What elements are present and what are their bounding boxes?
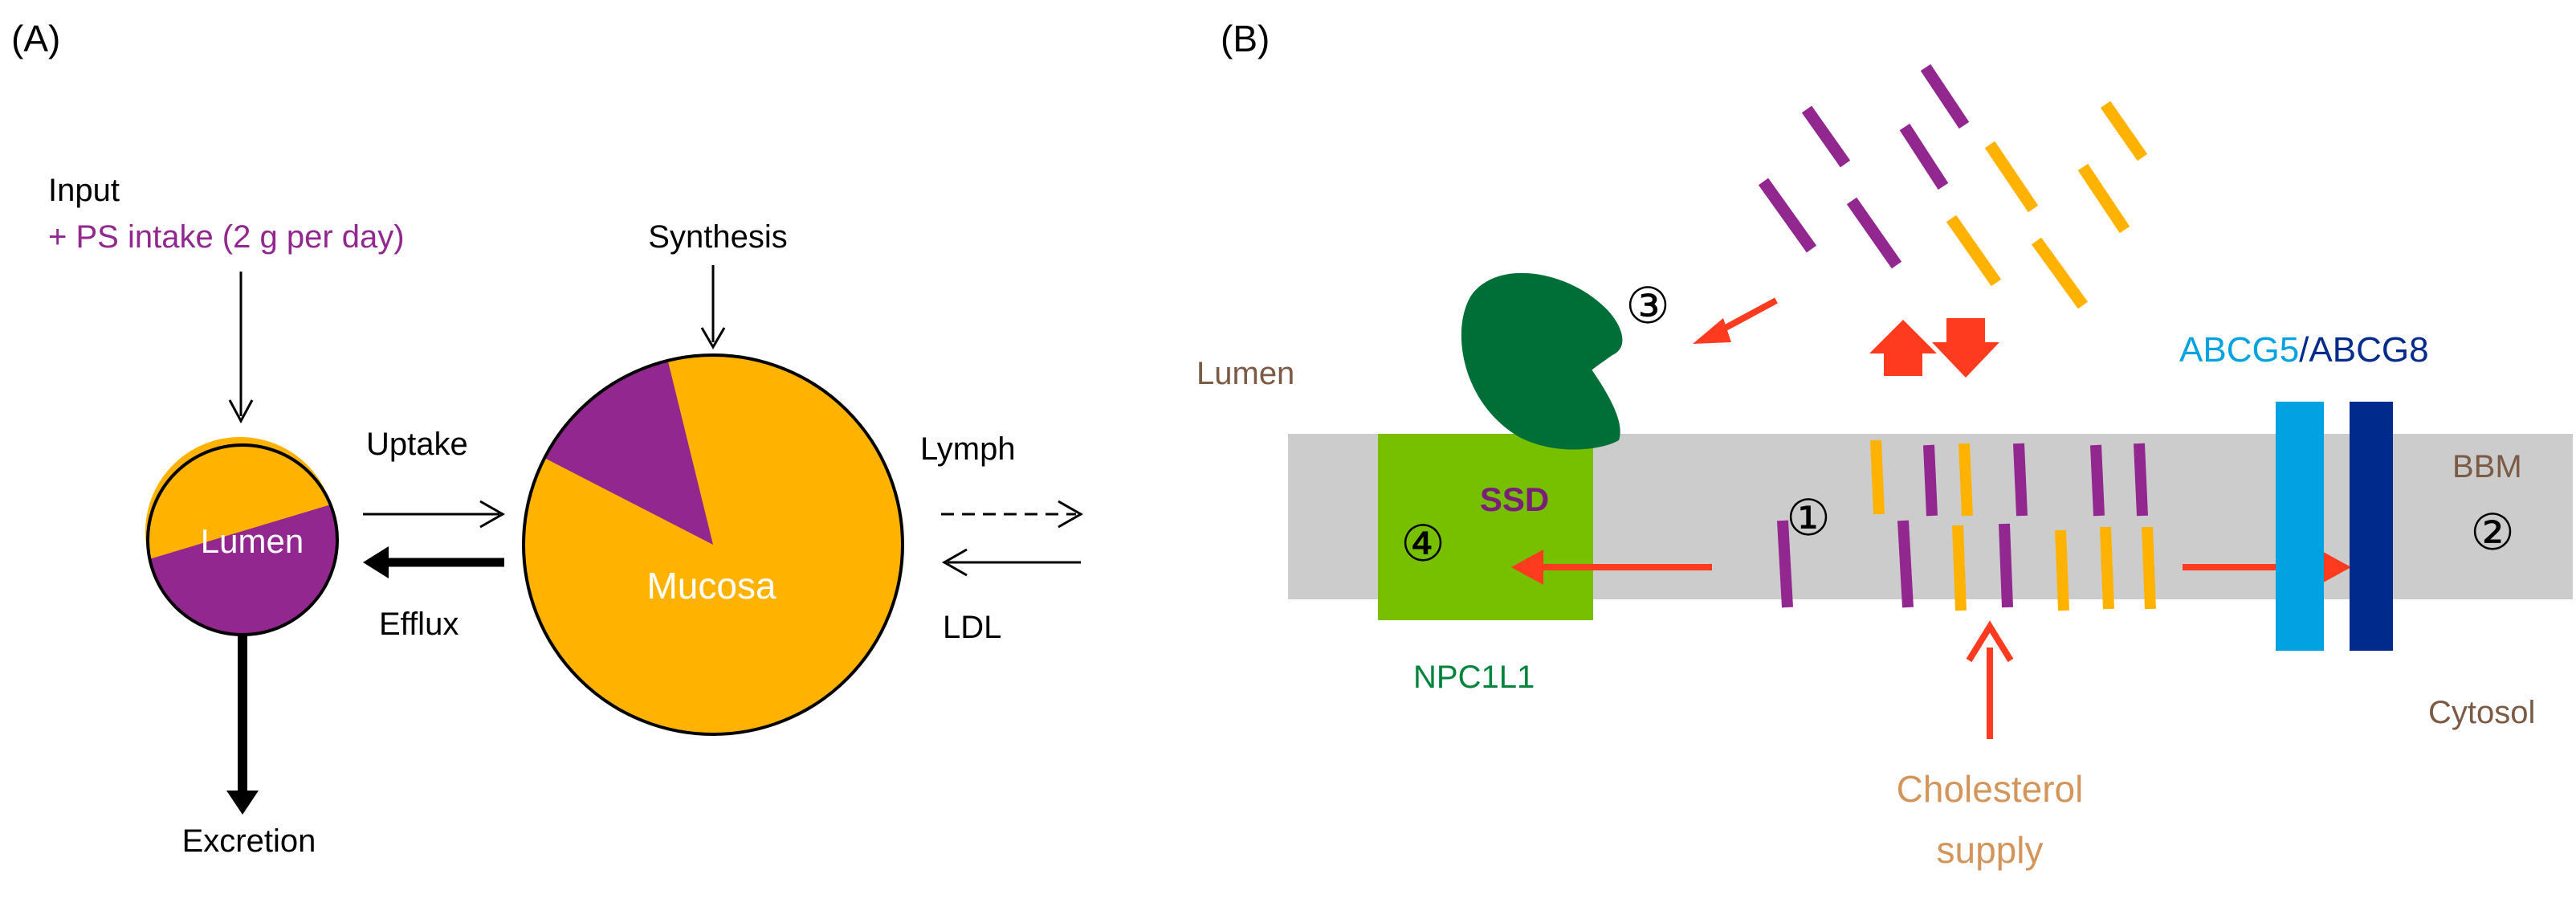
number-4: ④ xyxy=(1400,517,1445,572)
cholesterol-supply-arrowhead xyxy=(1966,620,2014,663)
lumen-circle xyxy=(145,436,339,636)
abcg5-transporter xyxy=(2276,402,2324,651)
npc1l1-label: NPC1L1 xyxy=(1413,660,1535,695)
synthesis-label: Synthesis xyxy=(648,219,787,255)
cytosol-label: Cytosol xyxy=(2428,695,2535,730)
uptake-label: Uptake xyxy=(366,427,468,462)
ssd-label: SSD xyxy=(1480,480,1549,518)
panel-a: (A) Input + PS intake (2 g per day) Lume… xyxy=(11,18,1084,859)
ldl-arrowhead xyxy=(941,548,968,577)
abcg5-label: ABCG5 xyxy=(2179,330,2299,370)
arrow-to-npc1l1-head xyxy=(1511,550,1543,585)
mucosa-label: Mucosa xyxy=(646,565,776,607)
abcg8-label: ABCG8 xyxy=(2309,330,2428,370)
down-arrow xyxy=(1932,318,1999,378)
number-1: ① xyxy=(1786,491,1831,546)
efflux-label: Efflux xyxy=(379,607,459,642)
npc1l1-transporter xyxy=(1378,434,1593,620)
synthesis-arrowhead xyxy=(700,327,726,349)
cholesterol-supply-line1: Cholesterol xyxy=(1897,768,2084,810)
ldl-label: LDL xyxy=(943,610,1001,645)
lumen-circle-label: Lumen xyxy=(201,522,304,560)
excretion-arrowhead xyxy=(226,791,259,815)
panel-b-label: (B) xyxy=(1221,18,1270,59)
lymph-label: Lymph xyxy=(920,431,1016,467)
excretion-label: Excretion xyxy=(182,823,316,859)
cholesterol-supply-line2: supply xyxy=(1937,829,2044,871)
abcg8-transporter xyxy=(2350,402,2393,651)
input-label: Input xyxy=(48,173,120,208)
lumen-region-label: Lumen xyxy=(1196,356,1294,391)
efflux-arrowhead xyxy=(363,546,389,578)
abcg-label: ABCG5/ABCG8 xyxy=(2179,330,2429,370)
lymph-arrowhead xyxy=(1058,500,1084,529)
ps-intake-label: + PS intake (2 g per day) xyxy=(48,219,405,255)
bbm-label: BBM xyxy=(2452,449,2522,484)
input-arrowhead xyxy=(228,399,254,424)
uptake-arrowhead xyxy=(479,500,506,529)
free-sterols xyxy=(1758,63,2148,309)
number-2: ② xyxy=(2470,505,2515,561)
membrane-sterols xyxy=(1777,439,2156,611)
number-3: ③ xyxy=(1625,279,1670,334)
panel-a-label: (A) xyxy=(11,18,60,59)
mucosa-circle xyxy=(522,353,904,736)
up-arrow xyxy=(1869,320,1937,376)
arrow-to-enzyme-head xyxy=(1693,318,1731,344)
arrow-to-abcg-head xyxy=(2319,550,2351,585)
enzyme-shape xyxy=(1461,272,1623,450)
panel-b: (B) Lumen BBM Cytosol SSD ④ NPC1L1 ③ xyxy=(1196,18,2573,871)
abcg-slash: / xyxy=(2299,330,2309,370)
